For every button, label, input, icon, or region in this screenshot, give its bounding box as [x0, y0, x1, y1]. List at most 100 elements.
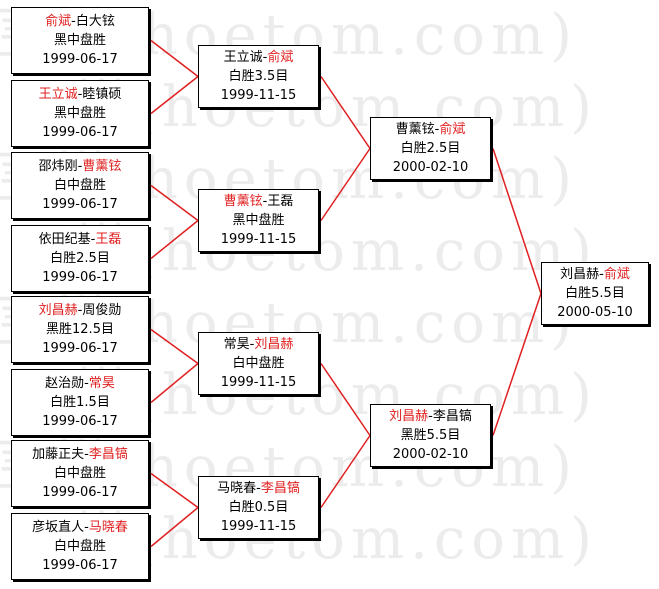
- match-date: 1999-11-15: [220, 232, 297, 247]
- match-result: 白胜2.5目: [400, 141, 461, 156]
- match-result: 黑中盘胜: [232, 213, 285, 228]
- match-result: 白中盘胜: [53, 466, 106, 481]
- player-black: 王立诚: [223, 50, 263, 65]
- match-date: 1999-11-15: [220, 88, 297, 103]
- player-white: 李昌镐: [432, 409, 472, 424]
- match-date: 1999-06-17: [42, 270, 118, 285]
- match-box-r1-2: 王立诚-睦镇硕黑中盘胜 1999-06-17: [11, 80, 149, 147]
- player-black: 刘昌赫: [560, 267, 600, 282]
- player-white: 曹薰铉: [82, 159, 122, 174]
- match-result: 白胜3.5目: [228, 69, 289, 84]
- player-separator: -: [434, 122, 440, 137]
- match-players: 刘昌赫-俞斌: [560, 265, 630, 284]
- bracket-connector: [150, 39, 199, 78]
- match-result: 白胜2.5目: [50, 251, 110, 266]
- player-black: 曹薰铉: [395, 122, 435, 137]
- player-white: 白大铉: [75, 14, 115, 29]
- bracket-connector: [150, 184, 199, 222]
- player-separator: -: [84, 376, 89, 391]
- bracket-connector: [150, 219, 199, 260]
- player-black: 彦坂直人: [32, 520, 85, 535]
- match-box-r2-1: 王立诚-俞斌白胜3.5目 1999-11-15: [198, 45, 319, 108]
- player-white: 刘昌赫: [254, 337, 294, 352]
- match-players: 刘昌赫-周俊勋: [39, 301, 122, 320]
- bracket-connector: [150, 472, 199, 509]
- match-result: 黑胜12.5目: [46, 322, 114, 337]
- player-separator: -: [90, 232, 96, 247]
- bracket-connector: [492, 293, 542, 436]
- match-players: 赵治勋-常昊: [45, 374, 115, 393]
- match-box-r2-2: 曹薰铉-王磊黑中盘胜 1999-11-15: [198, 189, 319, 252]
- match-box-r2-4: 马晓春-李昌镐白胜0.5目 1999-11-15: [198, 476, 319, 539]
- match-players: 邵炜刚-曹薰铉: [39, 157, 122, 176]
- player-white: 睦镇硕: [82, 87, 122, 102]
- match-date: 1999-11-15: [220, 519, 297, 534]
- player-black: 王立诚: [38, 87, 78, 102]
- match-date: 1999-06-17: [42, 485, 118, 500]
- bracket-connector: [320, 76, 371, 149]
- player-separator: -: [84, 520, 89, 535]
- match-players: 王立诚-俞斌: [224, 48, 294, 67]
- player-white: 马晓春: [88, 520, 128, 535]
- match-players: 曹薰铉-王磊: [224, 192, 294, 211]
- match-result: 白胜0.5目: [228, 500, 289, 515]
- match-date: 1999-06-17: [42, 125, 118, 140]
- player-black: 刘昌赫: [38, 303, 78, 318]
- match-result: 白胜5.5目: [565, 286, 625, 301]
- match-box-r1-6: 赵治勋-常昊白胜1.5目 1999-06-17: [11, 369, 149, 436]
- match-date: 1999-06-17: [42, 52, 118, 67]
- match-players: 依田纪基-王磊: [39, 230, 122, 249]
- match-result: 白中盘胜: [53, 539, 106, 554]
- player-separator: -: [256, 481, 261, 496]
- player-white: 俞斌: [267, 50, 294, 65]
- player-black: 马晓春: [217, 481, 257, 496]
- bracket-connector: [320, 363, 371, 436]
- match-box-r3-1: 曹薰铉-俞斌白胜2.5目 2000-02-10: [370, 117, 491, 180]
- player-white: 王磊: [267, 194, 294, 209]
- match-date: 2000-02-10: [392, 447, 469, 462]
- player-black: 刘昌赫: [389, 409, 429, 424]
- player-separator: -: [262, 50, 268, 65]
- match-players: 马晓春-李昌镐: [217, 479, 300, 498]
- player-black: 加藤正夫: [32, 447, 85, 462]
- player-white: 俞斌: [439, 122, 466, 137]
- match-date: 1999-06-17: [42, 414, 118, 429]
- player-separator: -: [71, 14, 76, 29]
- match-box-r1-8: 彦坂直人-马晓春白中盘胜 1999-06-17: [11, 513, 149, 580]
- match-box-r1-7: 加藤正夫-李昌镐白中盘胜 1999-06-17: [11, 440, 149, 507]
- match-players: 加藤正夫-李昌镐: [32, 445, 128, 464]
- match-date: 1999-06-17: [42, 197, 118, 212]
- player-separator: -: [249, 337, 255, 352]
- match-players: 彦坂直人-马晓春: [32, 518, 128, 537]
- match-players: 曹薰铉-俞斌: [396, 120, 466, 139]
- match-result: 黑胜5.5目: [400, 428, 461, 443]
- match-result: 黑中盘胜: [53, 106, 106, 121]
- match-players: 俞斌-白大铉: [45, 12, 115, 31]
- match-box-final-1: 刘昌赫-俞斌白胜5.5目 2000-05-10: [541, 262, 649, 325]
- player-separator: -: [262, 194, 268, 209]
- player-separator: -: [77, 87, 83, 102]
- bracket-connector: [492, 148, 542, 294]
- player-white: 俞斌: [603, 267, 630, 282]
- player-separator: -: [77, 303, 83, 318]
- match-box-r1-5: 刘昌赫-周俊勋黑胜12.5目 1999-06-17: [11, 296, 149, 363]
- match-box-r1-4: 依田纪基-王磊白胜2.5目 1999-06-17: [11, 225, 149, 292]
- match-date: 1999-06-17: [42, 558, 118, 573]
- bracket-connector: [150, 328, 199, 365]
- match-players: 刘昌赫-李昌镐: [389, 407, 472, 426]
- bracket-connector: [150, 75, 199, 115]
- match-result: 白中盘胜: [53, 178, 106, 193]
- match-date: 2000-05-10: [557, 305, 633, 320]
- bracket-connector: [320, 435, 371, 508]
- match-players: 常昊-刘昌赫: [224, 335, 294, 354]
- match-date: 2000-02-10: [392, 160, 469, 175]
- player-separator: -: [84, 447, 89, 462]
- match-date: 1999-06-17: [42, 341, 118, 356]
- match-result: 白胜1.5目: [50, 395, 110, 410]
- player-separator: -: [77, 159, 83, 174]
- player-black: 俞斌: [45, 14, 72, 29]
- bracket-connector: [150, 362, 199, 404]
